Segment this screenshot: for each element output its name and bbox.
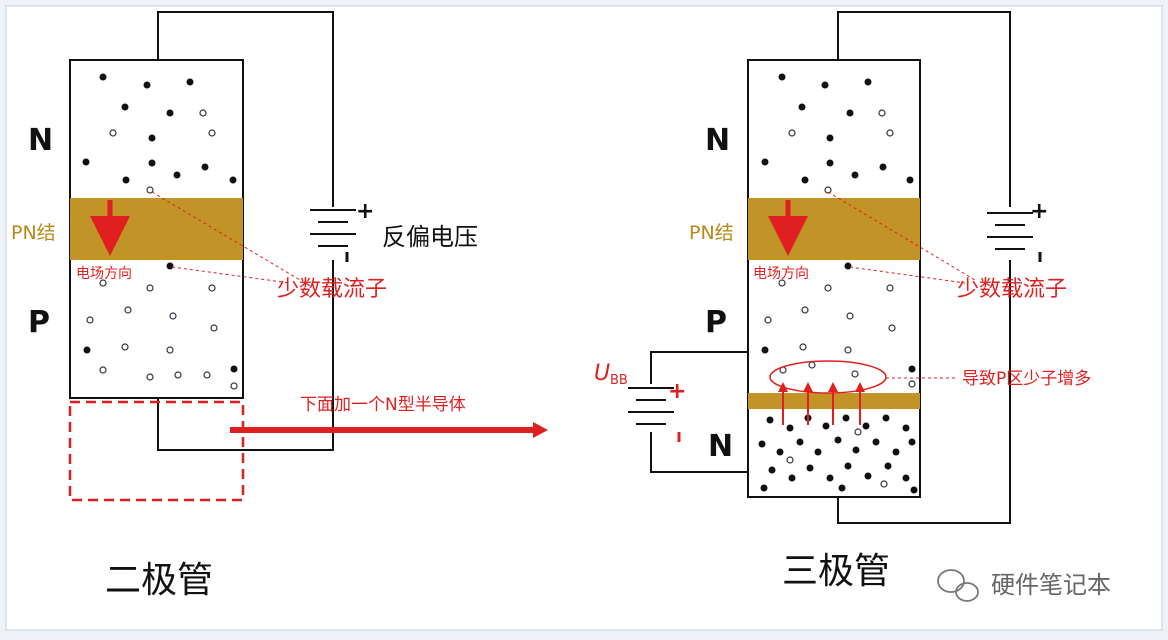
ubb-label-main: U xyxy=(594,361,610,386)
add-arrow-head-icon xyxy=(533,422,548,438)
tr-ubb-wire-bottom xyxy=(650,432,748,473)
diode-battery-icon: + xyxy=(310,199,374,262)
diode-region-bottom: P xyxy=(28,305,50,340)
watermark-text: 硬件笔记本 xyxy=(991,571,1111,599)
tr-region-bottom: N xyxy=(708,429,733,464)
svg-text:+: + xyxy=(668,379,686,404)
tr-battery-icon: + xyxy=(987,199,1048,262)
tr-result-label: 导致P区少子增多 xyxy=(962,369,1091,389)
tr-junction-label: PN结 xyxy=(689,222,734,244)
watermark: 硬件笔记本 xyxy=(937,569,1111,602)
svg-text:+: + xyxy=(356,199,374,224)
diode-region-top: N xyxy=(28,123,53,158)
tr-field-label: 电场方向 xyxy=(753,266,809,282)
diode-minority-label: 少数载流子 xyxy=(277,277,387,302)
diode-voltage-label: 反偏电压 xyxy=(382,223,478,251)
tr-increase-ellipse xyxy=(769,360,887,394)
tr-carriers xyxy=(758,73,918,494)
tr-pointer-line-2 xyxy=(849,266,966,284)
tr-wire-top xyxy=(837,11,1011,207)
diode-field-label: 电场方向 xyxy=(76,266,132,282)
diode-diagram: + xyxy=(11,11,548,601)
svg-text:+: + xyxy=(1030,199,1048,224)
tr-region-mid: P xyxy=(705,305,727,340)
ubb-label-sub: BB xyxy=(610,373,628,388)
tr-region-top: N xyxy=(705,123,730,158)
tr-minority-label: 少数载流子 xyxy=(957,277,1067,302)
wechat-icon xyxy=(937,569,979,602)
tr-wire-right xyxy=(837,260,1011,524)
tr-pn-junction xyxy=(748,198,920,260)
diode-wire-top xyxy=(157,11,334,207)
transistor-diagram: + + xyxy=(594,11,1091,592)
diode-junction-label: PN结 xyxy=(11,222,56,244)
diode-pointer-line-2 xyxy=(171,266,291,284)
diode-carriers xyxy=(82,73,238,390)
diode-added-region xyxy=(68,400,245,502)
tr-caption: 三极管 xyxy=(782,551,890,592)
diode-pointer-line-1 xyxy=(151,191,301,281)
diode-pn-junction xyxy=(70,198,243,260)
add-n-label: 下面加一个N型半导体 xyxy=(300,395,466,415)
tr-pointer-line-1 xyxy=(827,191,976,281)
diode-caption: 二极管 xyxy=(105,560,213,601)
diode-wire-bottom xyxy=(157,260,334,451)
ubb-battery-icon: + xyxy=(628,379,686,442)
tr-ubb-wire-top xyxy=(650,351,748,384)
